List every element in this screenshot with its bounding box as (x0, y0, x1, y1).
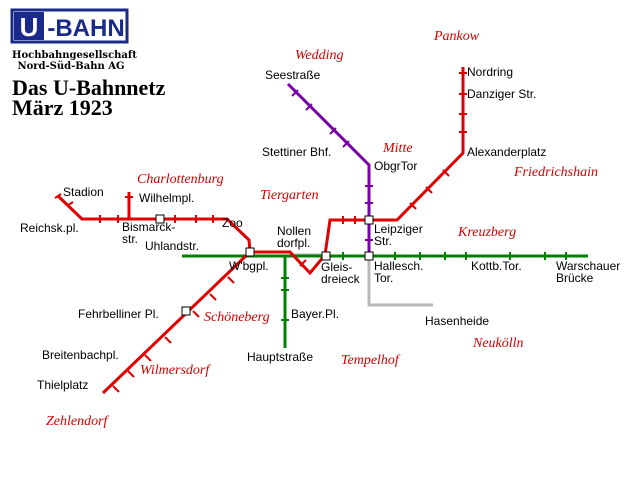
station-stettiner-bhf: Stettiner Bhf. (262, 145, 331, 159)
district-kreuzberg: Kreuzberg (457, 225, 516, 240)
station-nollendorfpl-1: Nollen (277, 224, 311, 238)
company-name: Hochbahngesellschaft Nord-Süd-Bahn AG (12, 50, 137, 72)
station-nordring: Nordring (467, 65, 513, 79)
u-bahn-logo: U -BAHN (10, 8, 129, 44)
station-labels: Seestraße Stettiner Bhf. ObgrTor Nordrin… (20, 65, 620, 392)
station-wbgpl: W'bgpl. (229, 259, 269, 273)
station-kottb-tor: Kottb.Tor. (471, 259, 522, 273)
station-danziger-str: Danziger Str. (467, 87, 536, 101)
company-line-1: Hochbahngesellschaft (12, 50, 137, 61)
logo-letter: U (20, 12, 39, 42)
station-leipziger-str-2: Str. (374, 234, 392, 248)
station-nollendorfpl-2: dorfpl. (277, 236, 310, 250)
map-title-line-1: Das U-Bahnnetz (12, 75, 166, 100)
purple-line (286, 82, 371, 255)
purple-ticks (291, 89, 373, 241)
station-seestrasse: Seestraße (265, 68, 321, 82)
station-gleisdreieck-1: Gleis- (321, 260, 352, 274)
station-hasenheide: Hasenheide (425, 314, 489, 328)
map-title-line-2: März 1923 (12, 95, 113, 120)
station-uhlandstr: Uhlandstr. (145, 239, 199, 253)
station-reichskpl: Reichsk.pl. (20, 221, 79, 235)
station-hauptstrasse: Hauptstraße (247, 350, 313, 364)
district-wilmersdorf: Wilmersdorf (140, 363, 211, 378)
district-zehlendorf: Zehlendorf (46, 414, 110, 429)
station-fehrbelliner-pl: Fehrbelliner Pl. (78, 307, 159, 321)
station-hallesch-tor-2: Tor. (374, 271, 393, 285)
station-bismarckstr-2: str. (122, 232, 138, 246)
district-wedding: Wedding (295, 48, 343, 63)
station-obgrtor: ObgrTor (374, 159, 417, 173)
station-gleisdreieck-2: dreieck (321, 272, 361, 286)
green-ticks (281, 252, 567, 321)
red-ticks (54, 72, 467, 393)
district-tiergarten: Tiergarten (260, 188, 319, 203)
district-charlottenburg: Charlottenburg (137, 172, 224, 187)
station-stadion: Stadion (63, 185, 104, 199)
station-bayer-pl: Bayer.Pl. (291, 307, 339, 321)
station-leipziger-str-1: Leipziger (374, 222, 423, 236)
district-neukoelln: Neukölln (472, 336, 524, 351)
district-mitte: Mitte (382, 141, 413, 156)
district-pankow: Pankow (433, 29, 480, 44)
district-friedrichshain: Friedrichshain (513, 165, 598, 180)
station-warschauer-bruecke-1: Warschauer (556, 259, 620, 273)
station-breitenbachpl: Breitenbachpl. (42, 348, 119, 362)
company-line-2: Nord-Süd-Bahn AG (17, 61, 125, 72)
station-zoo: Zoo (222, 216, 243, 230)
map-title: Das U-Bahnnetz März 1923 (12, 75, 166, 120)
station-thielplatz: Thielplatz (37, 378, 88, 392)
station-hallesch-tor-1: Hallesch. (374, 259, 423, 273)
district-labels: Wedding Pankow Mitte Friedrichshain Char… (46, 29, 598, 429)
station-bismarckstr-1: Bismarck- (122, 220, 175, 234)
station-wilhelmpl: Wilhelmpl. (139, 191, 194, 205)
district-tempelhof: Tempelhof (341, 353, 401, 368)
interchange-markers (155, 214, 374, 316)
station-alexanderplatz: Alexanderplatz (467, 145, 546, 159)
logo-suffix: -BAHN (47, 15, 124, 42)
station-warschauer-bruecke-2: Brücke (556, 271, 594, 285)
district-schoeneberg: Schöneberg (204, 310, 270, 325)
